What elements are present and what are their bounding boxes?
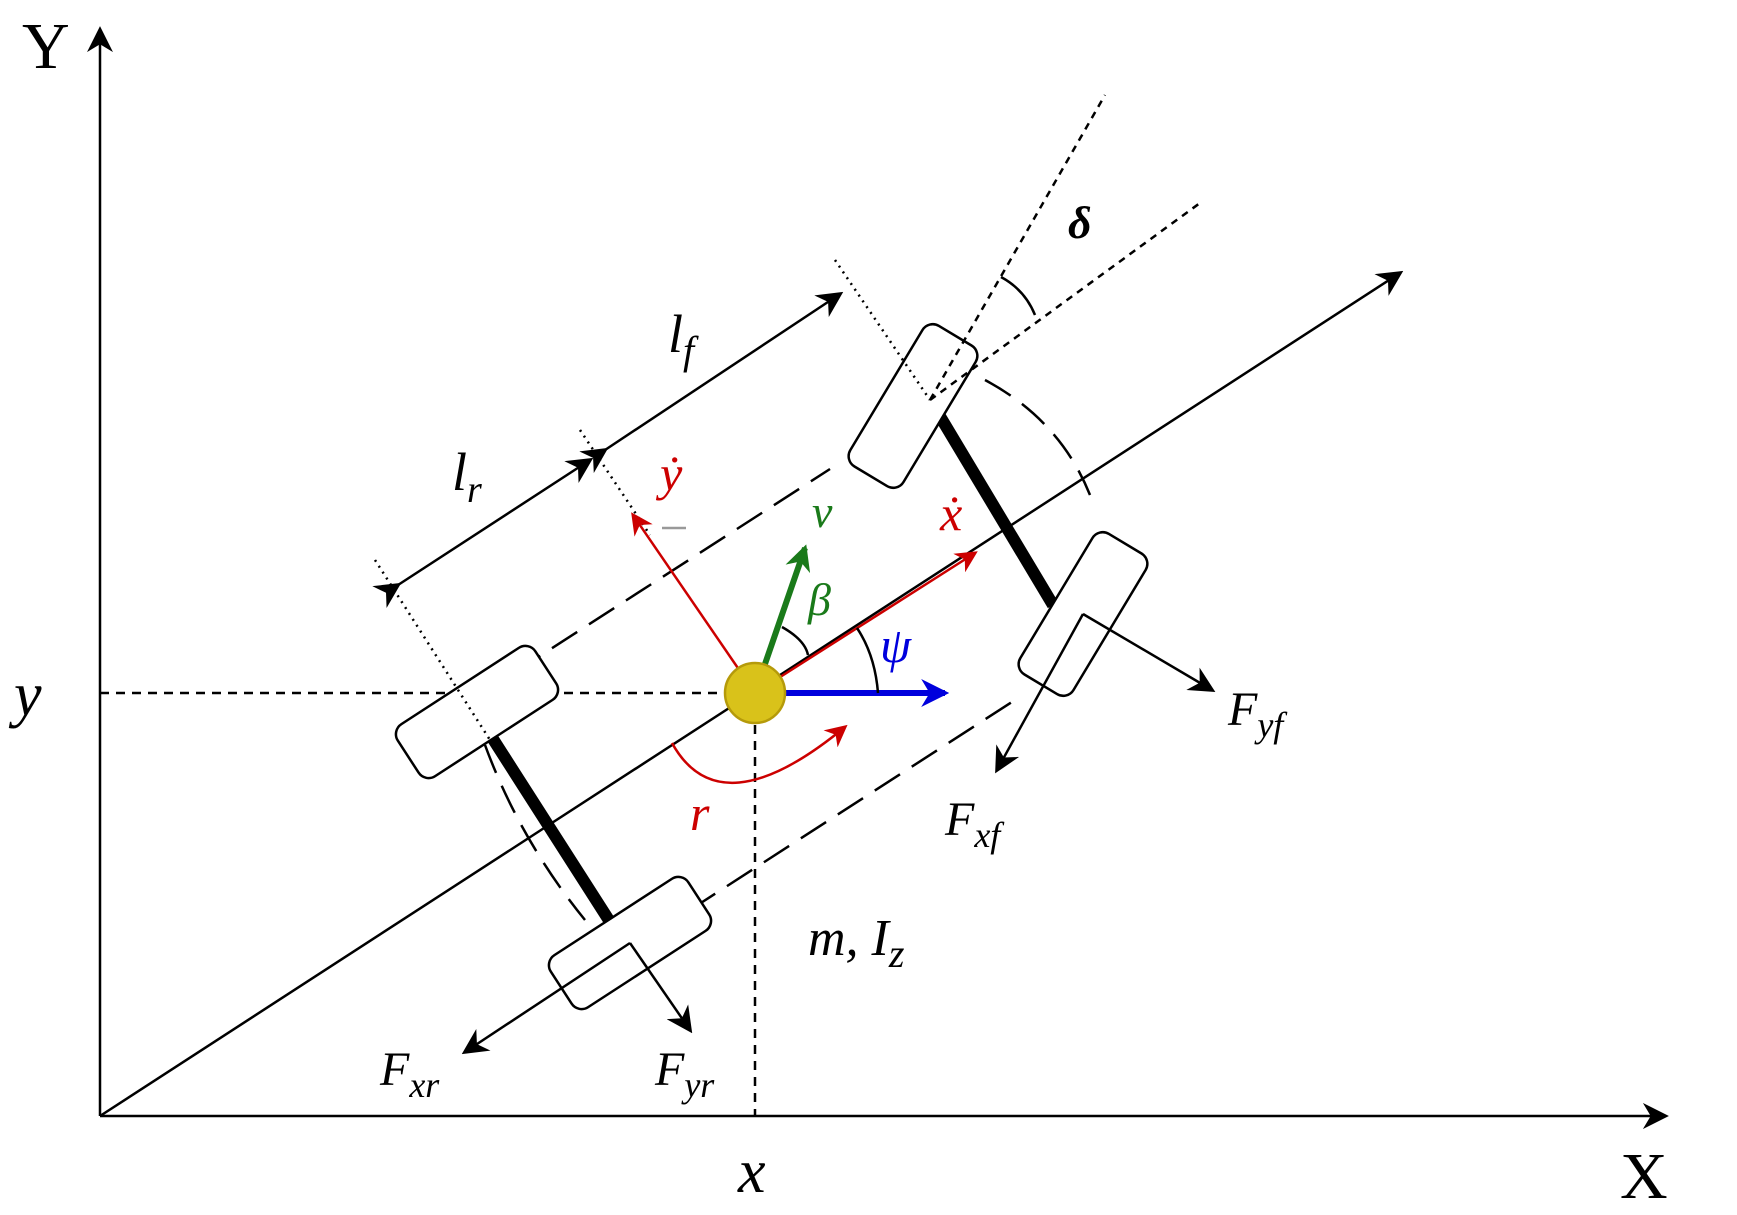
steering-angle [928,94,1201,402]
axis-y-label: Y [22,10,70,83]
global-axes: X Y [22,10,1669,1213]
vehicle-axis-ext-line [929,201,1201,402]
steering-angle-arc [1000,275,1037,316]
body-front-arc [984,378,1092,496]
lr-label: lr [452,442,482,511]
y-dot-vector [631,512,757,694]
psi-angle-arc [855,627,880,694]
lf-extension-front [833,259,932,401]
tire-forces [461,612,1216,1055]
lf-dimension-arrow [579,291,844,474]
pos-x-label: x [737,1138,766,1206]
fxf-label: Fxf [944,793,1005,855]
rear-axle [487,735,618,929]
axis-x-label: X [1620,1140,1668,1213]
beta-label: β [807,574,831,625]
yaw-rate-arc [670,724,848,785]
position-projections: y x [8,661,766,1206]
r-label: r [690,785,710,841]
rear-left-wheel [394,644,560,780]
fyf-label: Fyf [1227,683,1288,745]
fxr-label: Fxr [379,1043,440,1105]
mass-inertia-label: m, Iz [808,910,905,976]
lr-dimension-arrow [372,457,594,608]
fyf-vector [1082,612,1216,692]
psi-label: ψ [880,617,912,673]
fxr-vector [461,941,631,1055]
fxf-vector [995,613,1085,774]
steering-dir-line [928,94,1107,401]
beta-angle-arc [781,625,810,656]
v-label: v [812,486,833,537]
y-dot-label: ẏ [655,445,683,501]
fyr-label: Fyr [654,1043,715,1105]
lf-label: lf [668,304,699,373]
fyr-vector [628,942,693,1034]
lf-extension-cg [578,429,652,536]
body-lower-edge [689,698,1016,912]
pos-y-label: y [8,661,42,729]
rear-axle-dashed [483,744,586,921]
front-axle [932,409,1059,609]
x-dot-label: ẋ [939,485,962,541]
x-dot-vector [754,551,978,695]
delta-label: δ [1068,197,1092,248]
cg-marker [723,661,787,725]
front-left-wheel [847,322,979,490]
